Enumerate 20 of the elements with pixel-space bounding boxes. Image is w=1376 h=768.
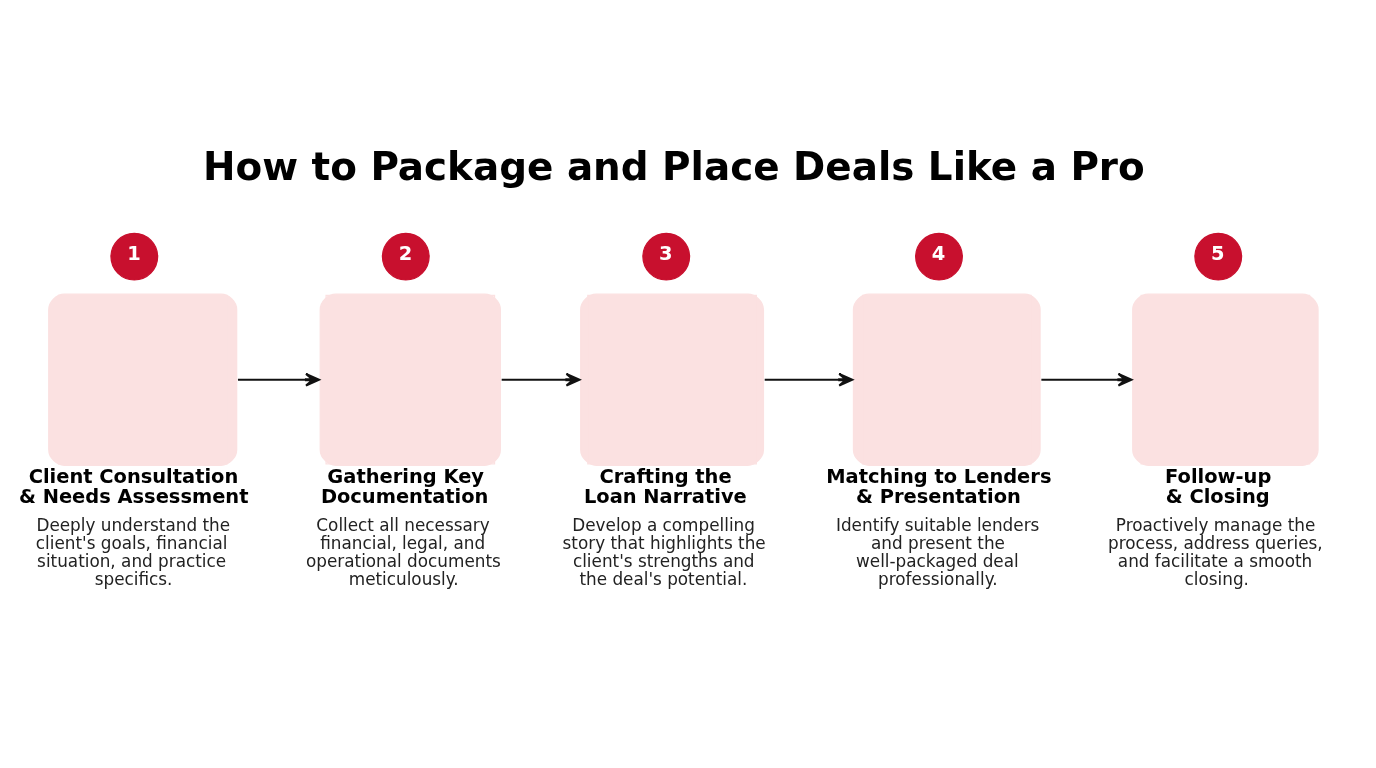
arrow (237, 372, 320, 387)
node-label: Deeply understand the client's goals, financial situation, and practice specifics. (35, 514, 231, 589)
node-label: Collect all necessary financial, legal, and operational documents meticulously. (306, 514, 501, 589)
diagram-title: How to Package and Place Deals Like a Pro (202, 144, 1145, 190)
node-label: Matching to Lenders & Presentation (826, 465, 1052, 508)
node-label: Follow-up & Closing (1165, 465, 1272, 508)
node-circle: 1 (110, 232, 159, 281)
node-label: Identify suitable lenders and present the well-packaged deal professionally. (835, 514, 1040, 589)
arrow (1041, 372, 1133, 387)
arrow (764, 372, 854, 387)
node-circle: 5 (1194, 232, 1243, 281)
node-label: Develop a compelling story that highlights the client's strengths and the deal's potential. (562, 514, 766, 589)
node-circle: 4 (915, 232, 963, 281)
node-label: Crafting the Loan Narrative (583, 465, 747, 508)
node-circle: 2 (381, 232, 430, 281)
node-label: Proactively manage the process, address queries, and facilitate a smooth closing. (1108, 514, 1323, 589)
node-circle: 3 (642, 232, 691, 281)
node-label: Client Consultation & Needs Assessment (18, 465, 249, 508)
node-label: Gathering Key Documentation (320, 465, 489, 508)
arrow (501, 372, 581, 387)
